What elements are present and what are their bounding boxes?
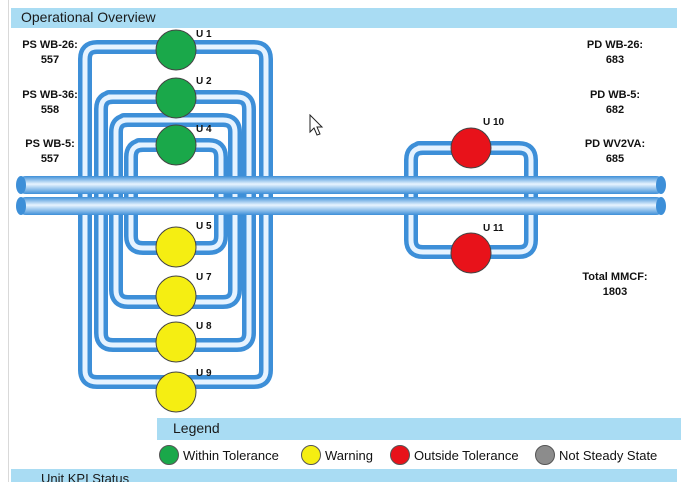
unit-status-light-u10[interactable]	[450, 127, 492, 169]
stat-label: PD WV2VA:	[584, 138, 646, 150]
unit-label-u5: U 5	[196, 221, 212, 232]
legend-title-bar: Legend	[157, 418, 681, 440]
unit-label-u9: U 9	[196, 368, 212, 379]
stat-ps-wb5: PS WB-5: 557	[11, 137, 89, 167]
unit-label-u8: U 8	[196, 321, 212, 332]
legend-label: Outside Tolerance	[414, 447, 519, 463]
main-header-pipe-bottom	[16, 197, 666, 215]
stat-total-mmcf: Total MMCF: 1803	[565, 270, 665, 300]
unit-status-light-u1[interactable]	[155, 29, 197, 71]
unit-label-u10: U 10	[483, 117, 505, 128]
unit-status-light-u2[interactable]	[155, 77, 197, 119]
yellow-status-dot-icon	[301, 445, 321, 465]
unit-status-light-u4[interactable]	[155, 124, 197, 166]
stat-ps-wb26: PS WB-26: 557	[11, 38, 89, 68]
stat-value: 558	[40, 104, 60, 116]
red-status-dot-icon	[390, 445, 410, 465]
panel-title-bar: Operational Overview	[11, 8, 677, 28]
stat-value: 685	[605, 153, 625, 165]
unit-label-u11: U 11	[483, 223, 504, 234]
loop-inner-u5	[124, 138, 228, 255]
stat-value: 683	[605, 54, 625, 66]
stat-label: PS WB-26:	[22, 39, 78, 51]
unit-label-u7: U 7	[196, 272, 212, 283]
stat-ps-wb36: PS WB-36: 558	[11, 88, 89, 118]
unit-status-light-u9[interactable]	[155, 371, 197, 413]
unit-kpi-status-header: Unit KPI Status	[11, 469, 677, 482]
unit-status-light-u5[interactable]	[155, 226, 197, 268]
stat-pd-wv2va: PD WV2VA: 685	[571, 137, 659, 167]
panel-title: Operational Overview	[21, 9, 156, 25]
unit-label-u4: U 4	[196, 124, 212, 135]
section-title: Unit KPI Status	[41, 471, 130, 482]
stat-label: PD WB-26:	[586, 39, 644, 51]
gray-status-dot-icon	[535, 445, 555, 465]
legend-label: Not Steady State	[559, 447, 658, 463]
unit-status-light-u7[interactable]	[155, 275, 197, 317]
stat-value: 557	[40, 54, 60, 66]
unit-label-u1: U 1	[196, 29, 212, 40]
unit-label-u2: U 2	[196, 76, 212, 87]
legend-not-steady-state: Not Steady State	[535, 444, 657, 466]
green-status-dot-icon	[159, 445, 179, 465]
legend-within-tolerance: Within Tolerance	[159, 444, 279, 466]
unit-status-light-u8[interactable]	[155, 321, 197, 363]
stat-pd-wb26: PD WB-26: 683	[571, 38, 659, 68]
unit-status-light-u11[interactable]	[450, 232, 492, 274]
pipeline-diagram	[16, 29, 666, 413]
loop-u4-u7	[109, 113, 242, 309]
operational-overview-panel: Operational Overview	[8, 0, 691, 482]
loop-u2-u8	[94, 90, 256, 352]
stat-label: PD WB-5:	[589, 89, 641, 101]
stat-pd-wb5: PD WB-5: 682	[571, 88, 659, 118]
stat-value: 1803	[602, 286, 628, 298]
legend-outside-tolerance: Outside Tolerance	[390, 444, 519, 466]
stat-label: Total MMCF:	[582, 271, 648, 283]
stat-label: PS WB-36:	[22, 89, 78, 101]
legend-warning: Warning	[301, 444, 373, 466]
stat-value: 557	[40, 153, 60, 165]
legend-label: Warning	[325, 447, 373, 463]
stat-label: PS WB-5:	[25, 138, 75, 150]
mouse-cursor-icon	[309, 113, 325, 143]
stat-value: 682	[605, 104, 625, 116]
legend-label: Within Tolerance	[183, 447, 279, 463]
loop-u10-u11	[404, 141, 538, 259]
legend-title: Legend	[173, 420, 220, 436]
main-header-pipe-top	[16, 176, 666, 194]
